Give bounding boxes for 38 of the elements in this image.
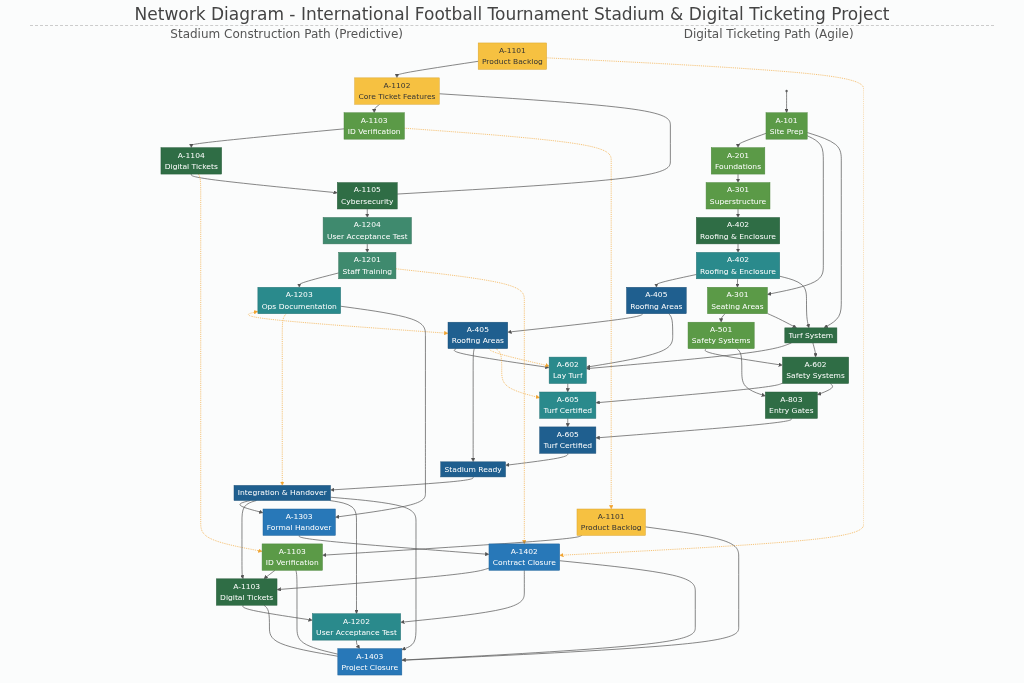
connector [295, 569, 338, 655]
node-box [261, 543, 323, 571]
node-box [705, 182, 770, 210]
node-box [548, 356, 587, 384]
section-heading: Stadium Construction Path (Predictive) [170, 27, 403, 41]
node-box [488, 543, 560, 571]
node-box [337, 648, 402, 676]
node-box [233, 485, 331, 501]
node-box [215, 578, 277, 606]
node-box [706, 287, 768, 314]
node-box [781, 356, 849, 384]
node-box [710, 147, 765, 175]
node-box [160, 147, 222, 175]
node-box [625, 287, 686, 314]
connector [396, 93, 671, 195]
node-box [764, 391, 818, 419]
connector [263, 604, 338, 657]
node-box [784, 327, 837, 344]
node-box [687, 321, 754, 349]
node-box [257, 287, 341, 314]
node-box [440, 461, 506, 478]
node-box [337, 252, 396, 280]
node-box [311, 613, 401, 641]
node-box [576, 508, 646, 536]
node-box [447, 321, 508, 349]
node-box [336, 182, 398, 210]
diagram-title: Network Diagram - International Football Tournament Stadium & Digital Ticketing Project [133, 4, 891, 24]
node-box [695, 217, 780, 245]
node-box [322, 217, 412, 245]
node-box [262, 508, 336, 536]
node-box [765, 112, 807, 140]
node-box [538, 426, 596, 454]
node-box [695, 252, 780, 280]
node-box [353, 77, 440, 105]
node-box [538, 391, 596, 419]
node-box [343, 112, 405, 140]
section-heading: Digital Ticketing Path (Agile) [683, 27, 854, 41]
node-box [477, 42, 547, 70]
